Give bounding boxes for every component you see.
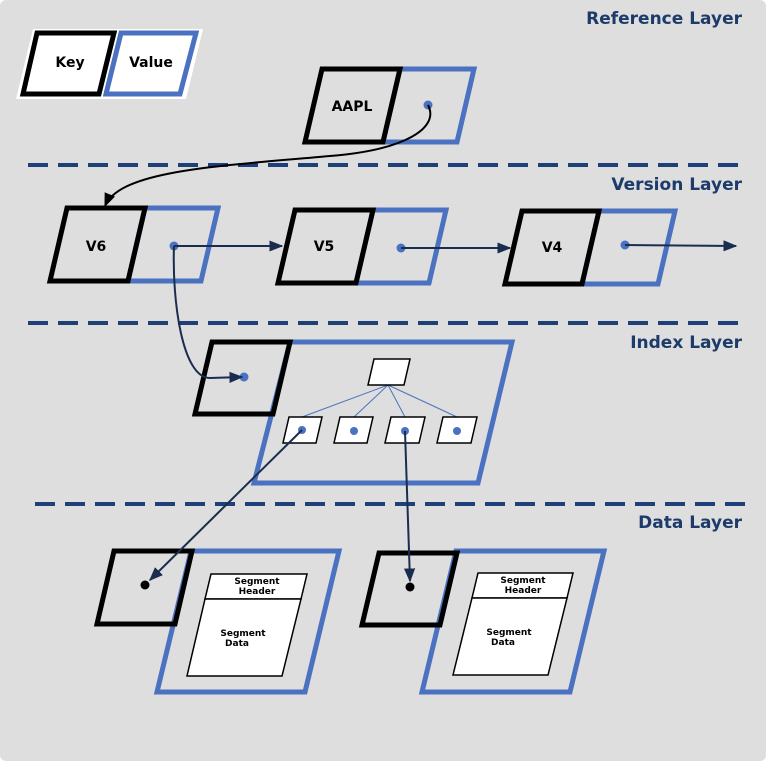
segment-outer-box (153, 548, 343, 695)
index-root-node (367, 358, 411, 386)
data-entry-2: Segment Header Segment Data (358, 548, 608, 695)
segment-header-label: Header (505, 586, 542, 596)
segment-header-label: Segment (500, 576, 546, 586)
data-layer-label: Data Layer (638, 513, 742, 533)
v5-key-box (274, 207, 377, 286)
index-layer-label: Index Layer (630, 333, 742, 353)
data-entry-dot (140, 580, 150, 590)
segment-data-label: Data (225, 639, 249, 649)
aapl-key-box (301, 66, 404, 145)
segment-outer-box (418, 548, 608, 695)
index-key-box (191, 339, 294, 417)
v6-key-box (46, 205, 149, 284)
arrow-aapl-to-v6 (104, 104, 432, 208)
v6-key-label: V6 (86, 239, 107, 255)
connectors (104, 104, 738, 583)
data-entry-1: Segment Header Segment Data (93, 548, 343, 695)
v5-key-label: V5 (314, 239, 335, 255)
version-v5: V5 (274, 207, 450, 286)
index-leaf-dot (453, 427, 461, 435)
segment-data-label: Segment (220, 629, 266, 639)
index-tree-box (250, 339, 516, 486)
index-entry (191, 339, 516, 486)
legend: Key Value (16, 29, 203, 99)
aapl-key-label: AAPL (332, 99, 373, 115)
data-key-box (358, 550, 461, 628)
v4-key-box (501, 208, 603, 287)
version-v4: V4 (501, 208, 679, 287)
legend-value-shape (102, 30, 200, 97)
reference-layer-label: Reference Layer (586, 9, 742, 29)
version-v6: V6 (46, 205, 222, 284)
segment-data-box (186, 598, 302, 677)
arrow-v6-to-index (172, 245, 244, 383)
segment-header-label: Segment (234, 577, 280, 587)
segment-data-box (452, 597, 568, 676)
arrow-index-leaf-to-data-1 (149, 429, 303, 581)
v4-key-label: V4 (542, 240, 563, 256)
version-layer-label: Version Layer (611, 175, 742, 195)
index-tree-edges (301, 384, 458, 418)
data-entry-dot (405, 582, 415, 592)
data-key-box (93, 548, 196, 627)
segment-header-label: Header (239, 587, 276, 597)
arrow-index-leaf-to-data-2 (403, 430, 416, 583)
arrow-v4-onward (624, 240, 738, 252)
index-leaf-dot (350, 427, 358, 435)
segment-data-label: Data (491, 638, 515, 648)
legend-key-label: Key (55, 55, 84, 71)
legend-key-shape (19, 30, 118, 97)
legend-value-label: Value (129, 55, 173, 71)
segment-data-label: Segment (486, 628, 532, 638)
reference-entry: AAPL (301, 66, 478, 145)
